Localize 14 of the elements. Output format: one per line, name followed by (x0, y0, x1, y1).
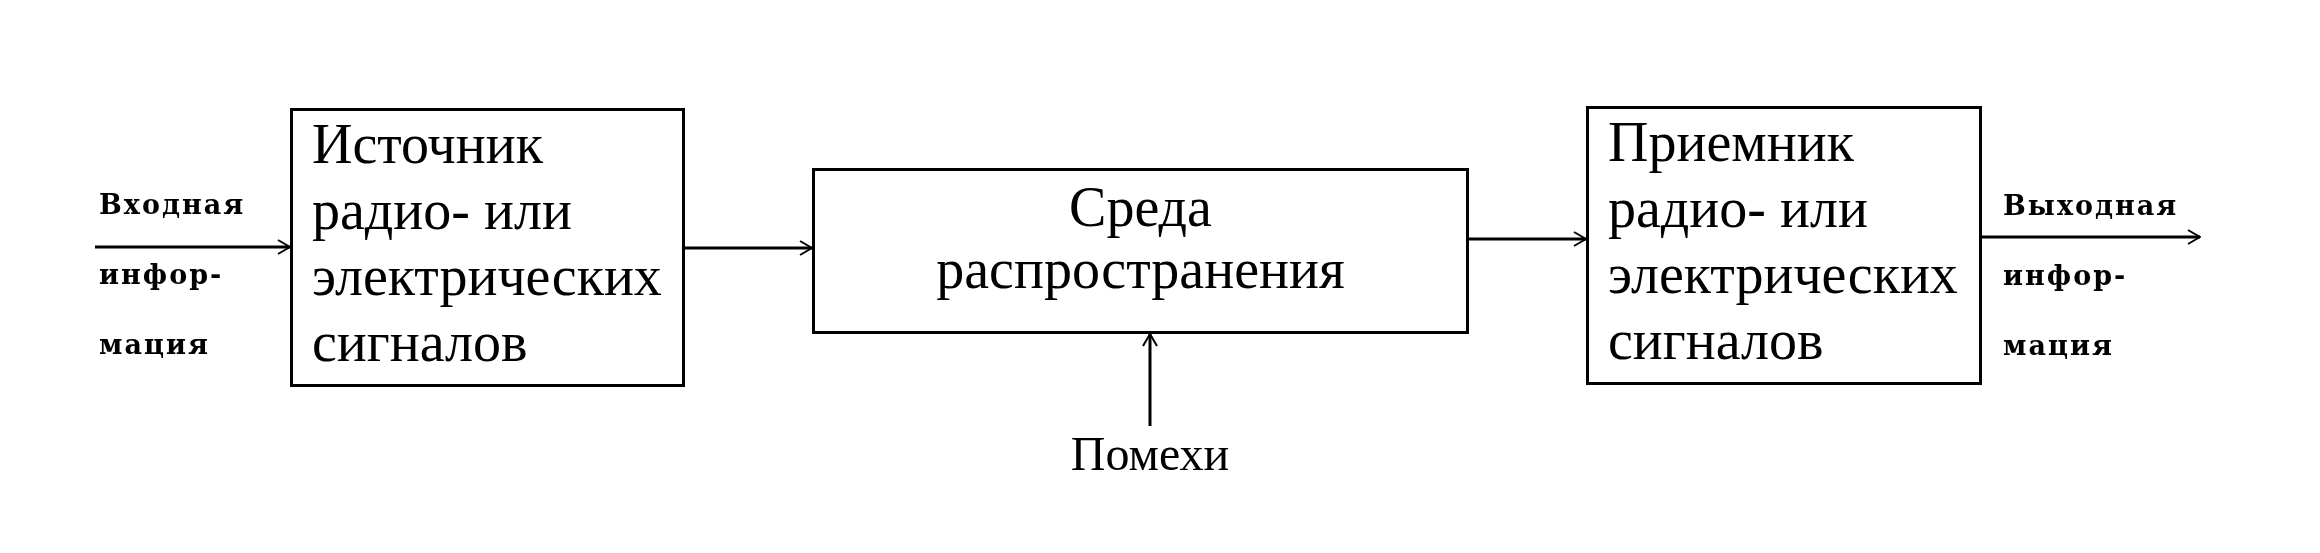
process-box (290, 108, 685, 387)
block-label: Источник радио- или электрических сигналов (312, 112, 663, 375)
process-box (812, 168, 1469, 334)
arrow (1982, 229, 2201, 245)
arrow (685, 240, 813, 256)
block-label: Среда распространения (935, 176, 1346, 300)
arrow (95, 239, 291, 255)
edge-label: Входная инфор- мация (99, 188, 247, 362)
edge-label: Выходная инфор- мация (2003, 189, 2180, 363)
process-box (1586, 106, 1982, 385)
arrow (1469, 231, 1587, 247)
arrow (1142, 333, 1158, 426)
noise-label: Помехи (1070, 426, 1230, 482)
block-label: Приемник радио- или электрических сигналов (1608, 110, 1959, 373)
